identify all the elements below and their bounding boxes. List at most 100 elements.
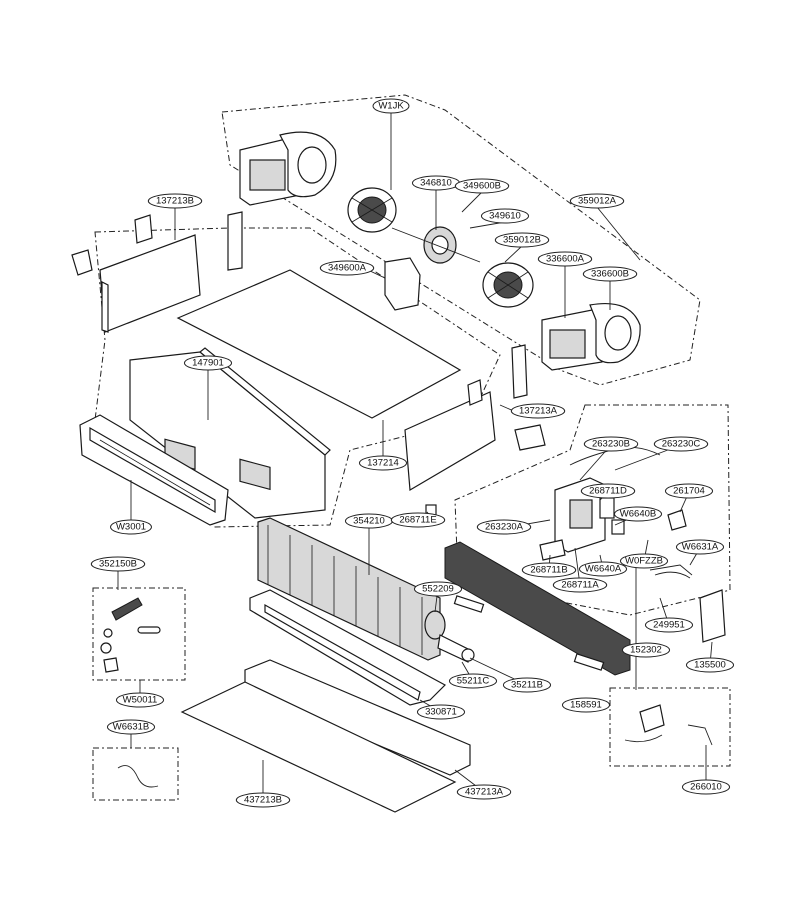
label-oval [502, 677, 552, 693]
label-oval [621, 642, 671, 658]
label-text: 336600A [546, 254, 585, 265]
part-label-268711e: 268711E [390, 512, 446, 528]
part-label-147901: 147901 [183, 355, 233, 371]
label-text: 147901 [192, 358, 224, 369]
label-text: 359012A [578, 196, 617, 207]
part-label-w50011: W50011 [115, 692, 165, 708]
fan-housing-right [541, 302, 641, 371]
label-text: 346810 [420, 178, 452, 189]
label-text: 158591 [570, 700, 602, 711]
part-label-359012b: 359012B [494, 232, 550, 248]
label-oval [454, 178, 510, 194]
label-oval [569, 193, 625, 209]
label-oval [106, 719, 156, 735]
label-oval [613, 506, 663, 522]
heat-exchanger-coil [257, 517, 441, 661]
drain-kit-outline [92, 587, 186, 681]
label-oval [675, 539, 725, 555]
label-text: 268711E [399, 515, 436, 526]
part-label-263230b: 263230B [583, 436, 639, 452]
blower-wheel-right [482, 262, 534, 308]
label-oval [147, 193, 203, 209]
label-text: 349600A [328, 263, 367, 274]
label-oval [416, 704, 466, 720]
label-oval [578, 561, 628, 577]
drain-kit-parts [100, 597, 161, 673]
label-oval [358, 455, 408, 471]
parts [71, 131, 726, 813]
label-text: 135500 [694, 660, 726, 671]
fan-motor [391, 226, 481, 264]
part-label-349610: 349610 [480, 208, 530, 224]
fan-housing-left [239, 131, 337, 206]
part-label-359012a: 359012A [569, 193, 625, 209]
terminal-cover [699, 589, 726, 643]
cable-harness-b [117, 765, 159, 788]
part-label-55211c: 55211C [448, 673, 498, 689]
label-oval [456, 784, 512, 800]
label-oval [664, 483, 714, 499]
label-oval [583, 436, 639, 452]
part-label-137213a: 137213A [510, 403, 566, 419]
label-text: 263230C [662, 439, 701, 450]
label-text: 263230B [592, 439, 630, 450]
label-text: 137214 [367, 458, 399, 469]
label-text: 266010 [690, 782, 722, 793]
label-oval [644, 617, 694, 633]
label-oval [582, 266, 638, 282]
top-cover-panel [176, 269, 462, 419]
label-text: W3001 [116, 522, 146, 533]
side-panel-left [71, 211, 243, 333]
label-text: W6640B [620, 509, 656, 520]
part-label-437213a: 437213A [456, 784, 512, 800]
label-text: 268711A [561, 580, 599, 591]
label-text: 137213A [519, 406, 558, 417]
label-oval [552, 577, 608, 593]
filter-clip-top [453, 595, 485, 613]
label-text: W0FZZB [625, 556, 663, 567]
label-text: 330871 [425, 707, 457, 718]
label-oval [681, 779, 731, 795]
label-oval [685, 657, 735, 673]
motor-bracket [384, 257, 421, 311]
blower-wheel-left [347, 187, 397, 233]
part-label-w6631a: W6631A [675, 539, 725, 555]
label-oval [521, 562, 577, 578]
label-text: 437213A [465, 787, 504, 798]
label-text: 263230A [485, 522, 524, 533]
part-label-268711a: 268711A [552, 577, 608, 593]
label-oval [90, 556, 146, 572]
label-oval [110, 519, 152, 535]
label-oval [476, 519, 532, 535]
part-label-w6640a: W6640A [578, 561, 628, 577]
part-label-268711b: 268711B [521, 562, 577, 578]
label-oval [372, 98, 410, 114]
label-text: 552209 [422, 584, 454, 595]
part-label-158591: 158591 [561, 697, 611, 713]
return-air-grille [79, 414, 229, 526]
part-label-137214: 137214 [358, 455, 408, 471]
label-oval [390, 512, 446, 528]
label-oval [480, 208, 530, 224]
part-label-552209: 552209 [413, 581, 463, 597]
part-label-w1jk: W1JK [372, 98, 410, 114]
label-text: W50011 [123, 695, 158, 706]
part-label-249951: 249951 [644, 617, 694, 633]
part-label-349600a: 349600A [319, 260, 375, 276]
label-oval [448, 673, 498, 689]
label-oval [580, 483, 636, 499]
part-label-354210: 354210 [344, 513, 394, 529]
part-label-336600a: 336600A [537, 251, 593, 267]
label-oval [510, 403, 566, 419]
label-oval [235, 792, 291, 808]
label-text: 336600B [591, 269, 629, 280]
label-text: 261704 [673, 486, 705, 497]
label-text: 359012B [503, 235, 541, 246]
part-label-266010: 266010 [681, 779, 731, 795]
label-text: 268711B [530, 565, 567, 576]
part-label-w0fzzb: W0FZZB [619, 553, 669, 569]
label-text: 268711D [589, 486, 627, 497]
label-text: 35211B [511, 680, 543, 691]
label-text: 152302 [630, 645, 662, 656]
